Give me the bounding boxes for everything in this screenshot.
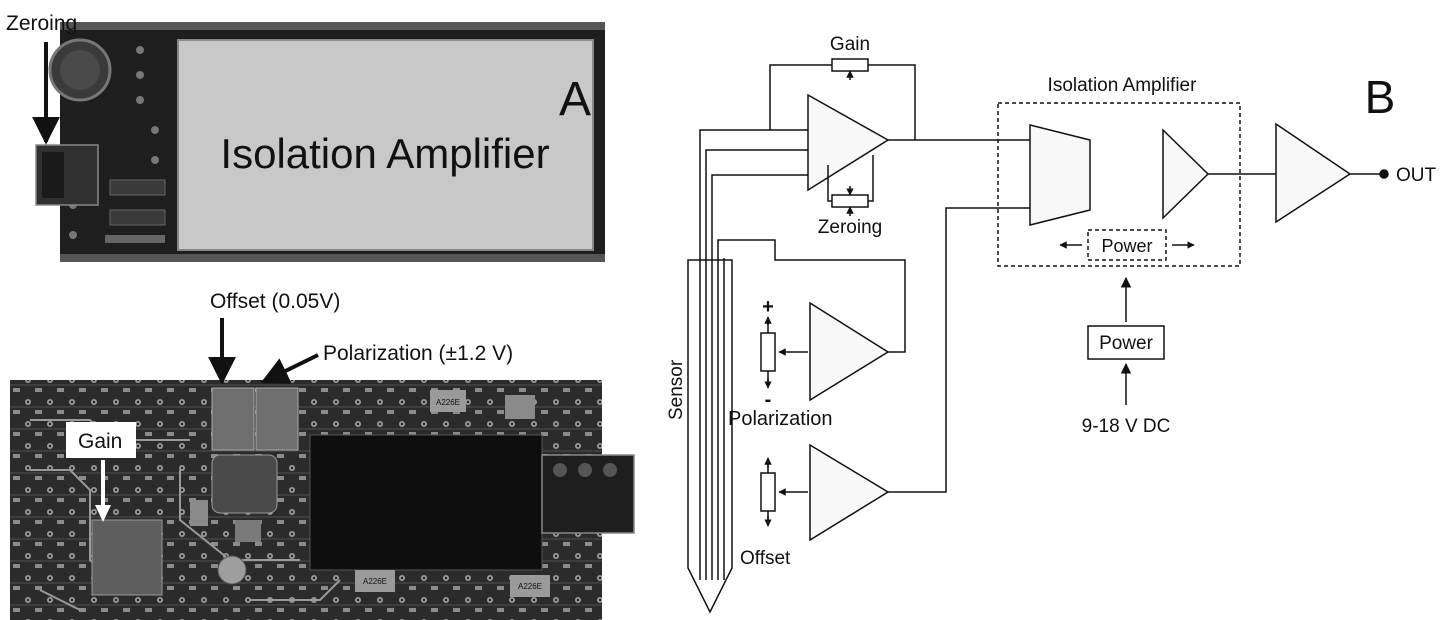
polarization-minus: - <box>765 389 772 411</box>
module-label: Isolation Amplifier <box>220 130 549 177</box>
gain-potentiometer <box>91 519 163 596</box>
output-terminal <box>1379 169 1389 179</box>
offset-callout: Offset (0.05V) <box>210 290 340 313</box>
isolation-amplifier-box <box>997 102 1241 267</box>
polarization-potentiometer <box>255 387 299 451</box>
top-board-pads <box>69 46 166 243</box>
panel-b-letter: B <box>1365 71 1396 123</box>
gain-feedback-right <box>868 64 916 140</box>
bottom-board: A226E A226E A226E <box>10 380 635 620</box>
output-amplifier <box>1275 122 1352 224</box>
gain-feedback-left <box>769 64 832 130</box>
polarization-plus: + <box>762 296 774 318</box>
zeroing-label: Zeroing <box>818 217 882 238</box>
polarization-callout: Polarization (±1.2 V) <box>323 342 513 365</box>
polarization-lead <box>717 239 906 580</box>
power-supply-box <box>1087 325 1165 360</box>
sensor-lead-3 <box>711 174 808 580</box>
zeroing-connector-socket <box>42 152 64 198</box>
input-amplifier <box>807 93 890 192</box>
top-board-edge <box>60 22 605 30</box>
svg-text:A226E: A226E <box>363 577 387 586</box>
sensor-lead-1 <box>699 129 808 580</box>
top-board: Isolation Amplifier <box>35 22 605 262</box>
internal-power-box <box>1087 229 1167 261</box>
panel-a: Isolation Amplifier A Zeroing <box>6 12 635 620</box>
svg-text:A226E: A226E <box>436 398 460 407</box>
offset-resistor <box>760 472 776 512</box>
gain-resistor <box>831 58 869 72</box>
polarization-amplifier <box>809 301 890 402</box>
offset-wire <box>888 207 1030 493</box>
sensor-label: Sensor <box>666 359 687 420</box>
out-label: OUT <box>1396 165 1437 186</box>
gain-label: Gain <box>830 34 870 55</box>
svg-text:A226E: A226E <box>518 582 542 591</box>
gain-callout-box <box>66 422 136 458</box>
top-board-edge-bottom <box>60 254 605 262</box>
tantalum-capacitors: A226E A226E A226E <box>190 390 550 597</box>
sensor-lead-2 <box>705 149 808 580</box>
offset-label: Offset <box>740 548 791 569</box>
gain-callout: Gain <box>78 430 122 453</box>
ceramic-capacitor <box>217 555 247 585</box>
capacitor-can-top <box>60 50 100 90</box>
isolation-amplifier-module <box>177 39 594 251</box>
offset-potentiometer <box>211 387 255 451</box>
zeroing-resistor <box>831 194 869 208</box>
panel-a-letter: A <box>559 73 591 126</box>
isolation-amplifier-label: Isolation Amplifier <box>1048 75 1198 96</box>
sensor-probe <box>687 259 733 614</box>
isolation-input-stage <box>1029 124 1091 226</box>
isolation-amplifier-block <box>309 434 543 571</box>
polarization-arrow <box>260 353 319 384</box>
isolation-output-stage <box>1162 128 1210 220</box>
zeroing-callout: Zeroing <box>6 12 77 35</box>
polarization-label: Polarization <box>728 408 833 430</box>
panel-b: B Sensor Gain Zeroing Isolation Amplifie… <box>666 34 1437 614</box>
terminal-screws <box>553 463 617 477</box>
polarization-resistor <box>760 332 776 372</box>
power-supply-label: Power <box>1099 333 1154 354</box>
gain-arrow-head <box>95 505 111 522</box>
inductor <box>211 454 278 514</box>
supply-voltage-label: 9-18 V DC <box>1082 416 1171 437</box>
zeroing-lead-right <box>868 155 874 202</box>
internal-power-label: Power <box>1101 236 1152 256</box>
offset-amplifier <box>809 443 890 542</box>
zeroing-lead-left <box>827 165 832 202</box>
